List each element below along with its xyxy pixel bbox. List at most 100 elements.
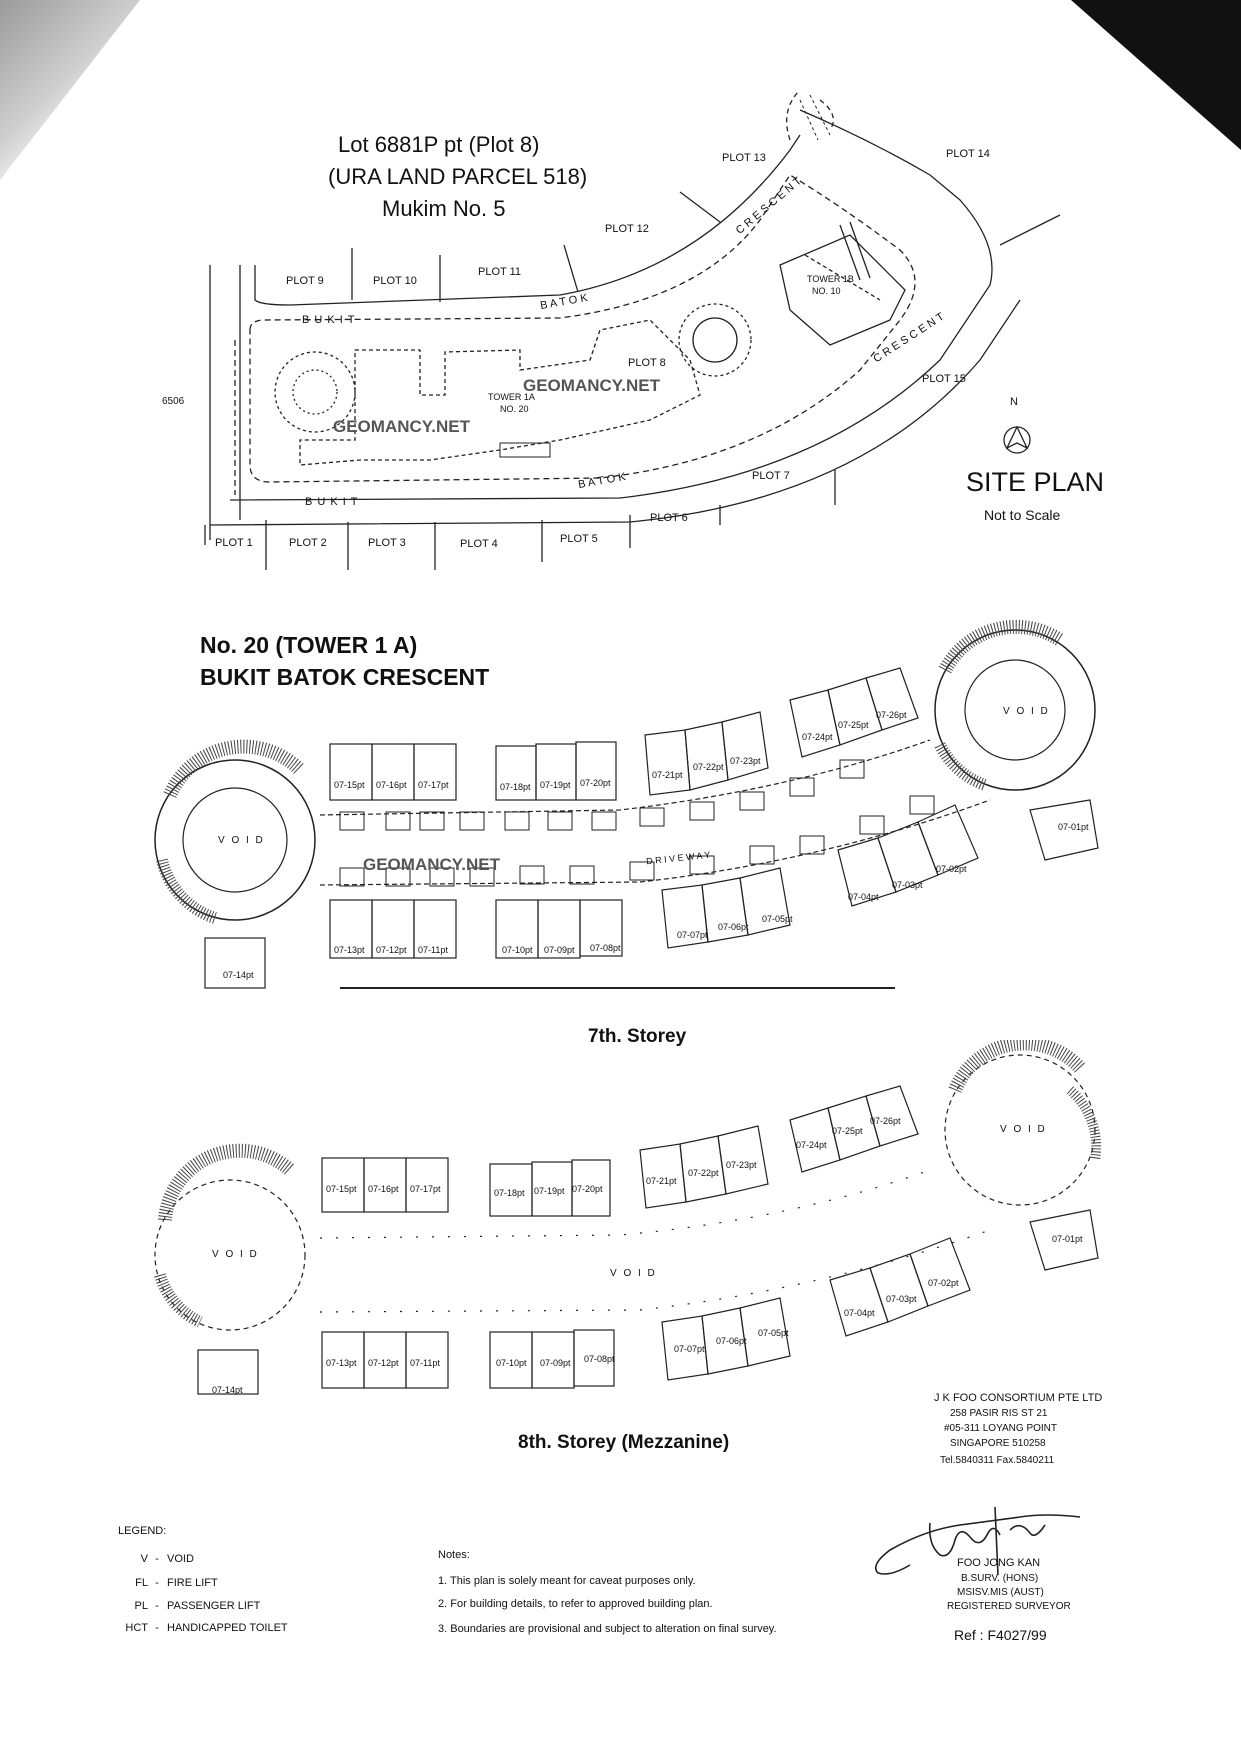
s8-unit-10: 07-10pt bbox=[496, 1358, 527, 1368]
plot-12-label: PLOT 12 bbox=[605, 223, 649, 235]
s7-unit-24: 07-24pt bbox=[802, 732, 833, 742]
plot-8-label: PLOT 8 bbox=[628, 357, 666, 369]
s8-unit-24: 07-24pt bbox=[796, 1140, 827, 1150]
floor-title-line1: No. 20 (TOWER 1 A) bbox=[200, 632, 418, 658]
s8-unit-16: 07-16pt bbox=[368, 1184, 399, 1194]
s7-unit-20: 07-20pt bbox=[580, 778, 611, 788]
company-address-3: SINGAPORE 510258 bbox=[950, 1438, 1046, 1449]
s8-unit-07: 07-07pt bbox=[674, 1344, 705, 1354]
s7-unit-19: 07-19pt bbox=[540, 780, 571, 790]
s7-unit-14: 07-14pt bbox=[223, 970, 254, 980]
company-address-1: 258 PASIR RIS ST 21 bbox=[950, 1408, 1048, 1419]
s8-unit-17: 07-17pt bbox=[410, 1184, 441, 1194]
storey8-caption: 8th. Storey (Mezzanine) bbox=[518, 1432, 730, 1453]
s8-unit-11: 07-11pt bbox=[410, 1358, 440, 1368]
s8-unit-26: 07-26pt bbox=[870, 1116, 901, 1126]
plot-14-label: PLOT 14 bbox=[946, 148, 990, 160]
plot-2-label: PLOT 2 bbox=[289, 537, 327, 549]
north-label: N bbox=[1010, 396, 1018, 408]
s7-unit-04: 07-04pt bbox=[848, 892, 879, 902]
s8-unit-13: 07-13pt bbox=[326, 1358, 357, 1368]
plot-7-label: PLOT 7 bbox=[752, 470, 790, 482]
legend-desc-3: HANDICAPPED TOILET bbox=[167, 1622, 288, 1634]
s8-unit-22: 07-22pt bbox=[688, 1168, 719, 1178]
s7-unit-17: 07-17pt bbox=[418, 780, 449, 790]
s7-unit-25: 07-25pt bbox=[838, 720, 869, 730]
plot-13-label: PLOT 13 bbox=[722, 152, 766, 164]
site-plan-subtitle: Not to Scale bbox=[984, 507, 1061, 523]
s7-unit-05: 07-05pt bbox=[762, 914, 793, 924]
company-contact: Tel.5840311 Fax.5840211 bbox=[940, 1455, 1055, 1466]
road-bukit-top: B U K I T bbox=[302, 314, 356, 326]
legend-dash-3: - bbox=[155, 1622, 159, 1634]
floor-title-line2: BUKIT BATOK CRESCENT bbox=[200, 664, 490, 690]
plot-1-label: PLOT 1 bbox=[215, 537, 253, 549]
s7-unit-07: 07-07pt bbox=[677, 930, 708, 940]
storey-8-plan bbox=[154, 1040, 1102, 1395]
watermark-site-1: GEOMANCY.NET bbox=[523, 376, 660, 395]
tower-1a-label-line1: TOWER 1A bbox=[488, 392, 535, 402]
s7-unit-10: 07-10pt bbox=[502, 945, 533, 955]
storey-7-plan bbox=[154, 619, 1099, 989]
plot-4-label: PLOT 4 bbox=[460, 538, 498, 550]
legend-desc-0: VOID bbox=[167, 1553, 194, 1565]
plot-5-label: PLOT 5 bbox=[560, 533, 598, 545]
watermark-storey7: GEOMANCY.NET bbox=[363, 855, 500, 874]
legend-code-3: HCT bbox=[125, 1622, 148, 1634]
s7-unit-01: 07-01pt bbox=[1058, 822, 1089, 832]
storey8-void-left: V O I D bbox=[212, 1249, 259, 1260]
s7-unit-02: 07-02pt bbox=[936, 864, 967, 874]
s8-unit-18: 07-18pt bbox=[494, 1188, 525, 1198]
storey8-void-right: V O I D bbox=[1000, 1124, 1047, 1135]
storey8-void-center: V O I D bbox=[610, 1268, 657, 1279]
legend-code-0: V bbox=[140, 1553, 148, 1565]
note-2: 2. For building details, to refer to app… bbox=[438, 1598, 713, 1610]
s8-unit-25: 07-25pt bbox=[832, 1126, 863, 1136]
plot-3-label: PLOT 3 bbox=[368, 537, 406, 549]
site-plan-drawing bbox=[204, 89, 1061, 570]
watermark-site-2: GEOMANCY.NET bbox=[333, 417, 470, 436]
note-1: 1. This plan is solely meant for caveat … bbox=[438, 1575, 696, 1587]
plot-11-label: PLOT 11 bbox=[478, 266, 522, 278]
storey7-caption: 7th. Storey bbox=[588, 1026, 687, 1047]
surveyor-reference: Ref : F4027/99 bbox=[954, 1627, 1047, 1643]
plot-10-label: PLOT 10 bbox=[373, 275, 417, 287]
s7-unit-18: 07-18pt bbox=[500, 782, 531, 792]
surveyor-title: REGISTERED SURVEYOR bbox=[947, 1601, 1071, 1612]
legend-code-1: FL bbox=[135, 1577, 148, 1589]
legend-desc-1: FIRE LIFT bbox=[167, 1577, 218, 1589]
s7-unit-26: 07-26pt bbox=[876, 710, 907, 720]
s8-unit-04: 07-04pt bbox=[844, 1308, 875, 1318]
s8-unit-02: 07-02pt bbox=[928, 1278, 959, 1288]
s8-unit-12: 07-12pt bbox=[368, 1358, 399, 1368]
storey7-void-left: V O I D bbox=[218, 835, 265, 846]
surveyor-signature bbox=[874, 1506, 1081, 1576]
storey7-void-right: V O I D bbox=[1003, 706, 1050, 717]
s8-unit-15: 07-15pt bbox=[326, 1184, 357, 1194]
s7-unit-12: 07-12pt bbox=[376, 945, 407, 955]
company-name: J K FOO CONSORTIUM PTE LTD bbox=[934, 1392, 1103, 1404]
s7-unit-09: 07-09pt bbox=[544, 945, 575, 955]
s8-unit-14: 07-14pt bbox=[212, 1385, 243, 1395]
s7-unit-23: 07-23pt bbox=[730, 756, 761, 766]
site-plan-title: SITE PLAN bbox=[966, 467, 1105, 497]
s8-unit-20: 07-20pt bbox=[572, 1184, 603, 1194]
s8-unit-05: 07-05pt bbox=[758, 1328, 789, 1338]
s7-unit-13: 07-13pt bbox=[334, 945, 365, 955]
s8-unit-06: 07-06pt bbox=[716, 1336, 747, 1346]
s7-unit-11: 07-11pt bbox=[418, 945, 448, 955]
lot-title-line1: Lot 6881P pt (Plot 8) bbox=[338, 132, 540, 157]
tower-1b-label-line1: TOWER 1B bbox=[807, 274, 854, 284]
surveyor-name: FOO JONG KAN bbox=[957, 1557, 1041, 1569]
note-3: 3. Boundaries are provisional and subjec… bbox=[438, 1623, 777, 1635]
company-address-2: #05-311 LOYANG POINT bbox=[944, 1423, 1058, 1434]
tower-1b-label-line2: NO. 10 bbox=[812, 286, 841, 296]
s7-unit-03: 07-03pt bbox=[892, 880, 923, 890]
legend-code-2: PL bbox=[134, 1600, 148, 1612]
s8-unit-23: 07-23pt bbox=[726, 1160, 757, 1170]
surveyor-qualification-1: B.SURV. (HONS) bbox=[961, 1573, 1039, 1584]
legend-dash-2: - bbox=[155, 1600, 159, 1612]
legend-dash-0: - bbox=[155, 1553, 159, 1565]
lot-title-line2: (URA LAND PARCEL 518) bbox=[328, 164, 588, 189]
plot-6-label: PLOT 6 bbox=[650, 512, 688, 524]
